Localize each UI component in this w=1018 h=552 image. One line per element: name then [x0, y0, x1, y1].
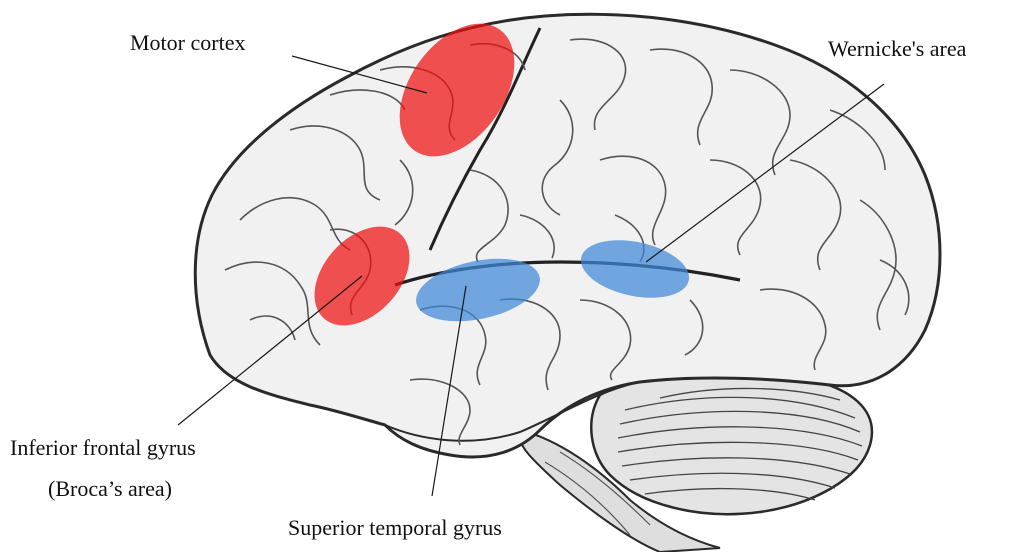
- inferior-frontal-gyrus-label: Inferior frontal gyrus: [10, 437, 196, 459]
- wernickes-area-label: Wernicke's area: [828, 38, 966, 60]
- brocas-area-label: (Broca’s area): [48, 478, 172, 500]
- motor-cortex-label: Motor cortex: [130, 32, 245, 54]
- cerebellum: [591, 373, 872, 514]
- superior-temporal-gyrus-label: Superior temporal gyrus: [288, 517, 502, 539]
